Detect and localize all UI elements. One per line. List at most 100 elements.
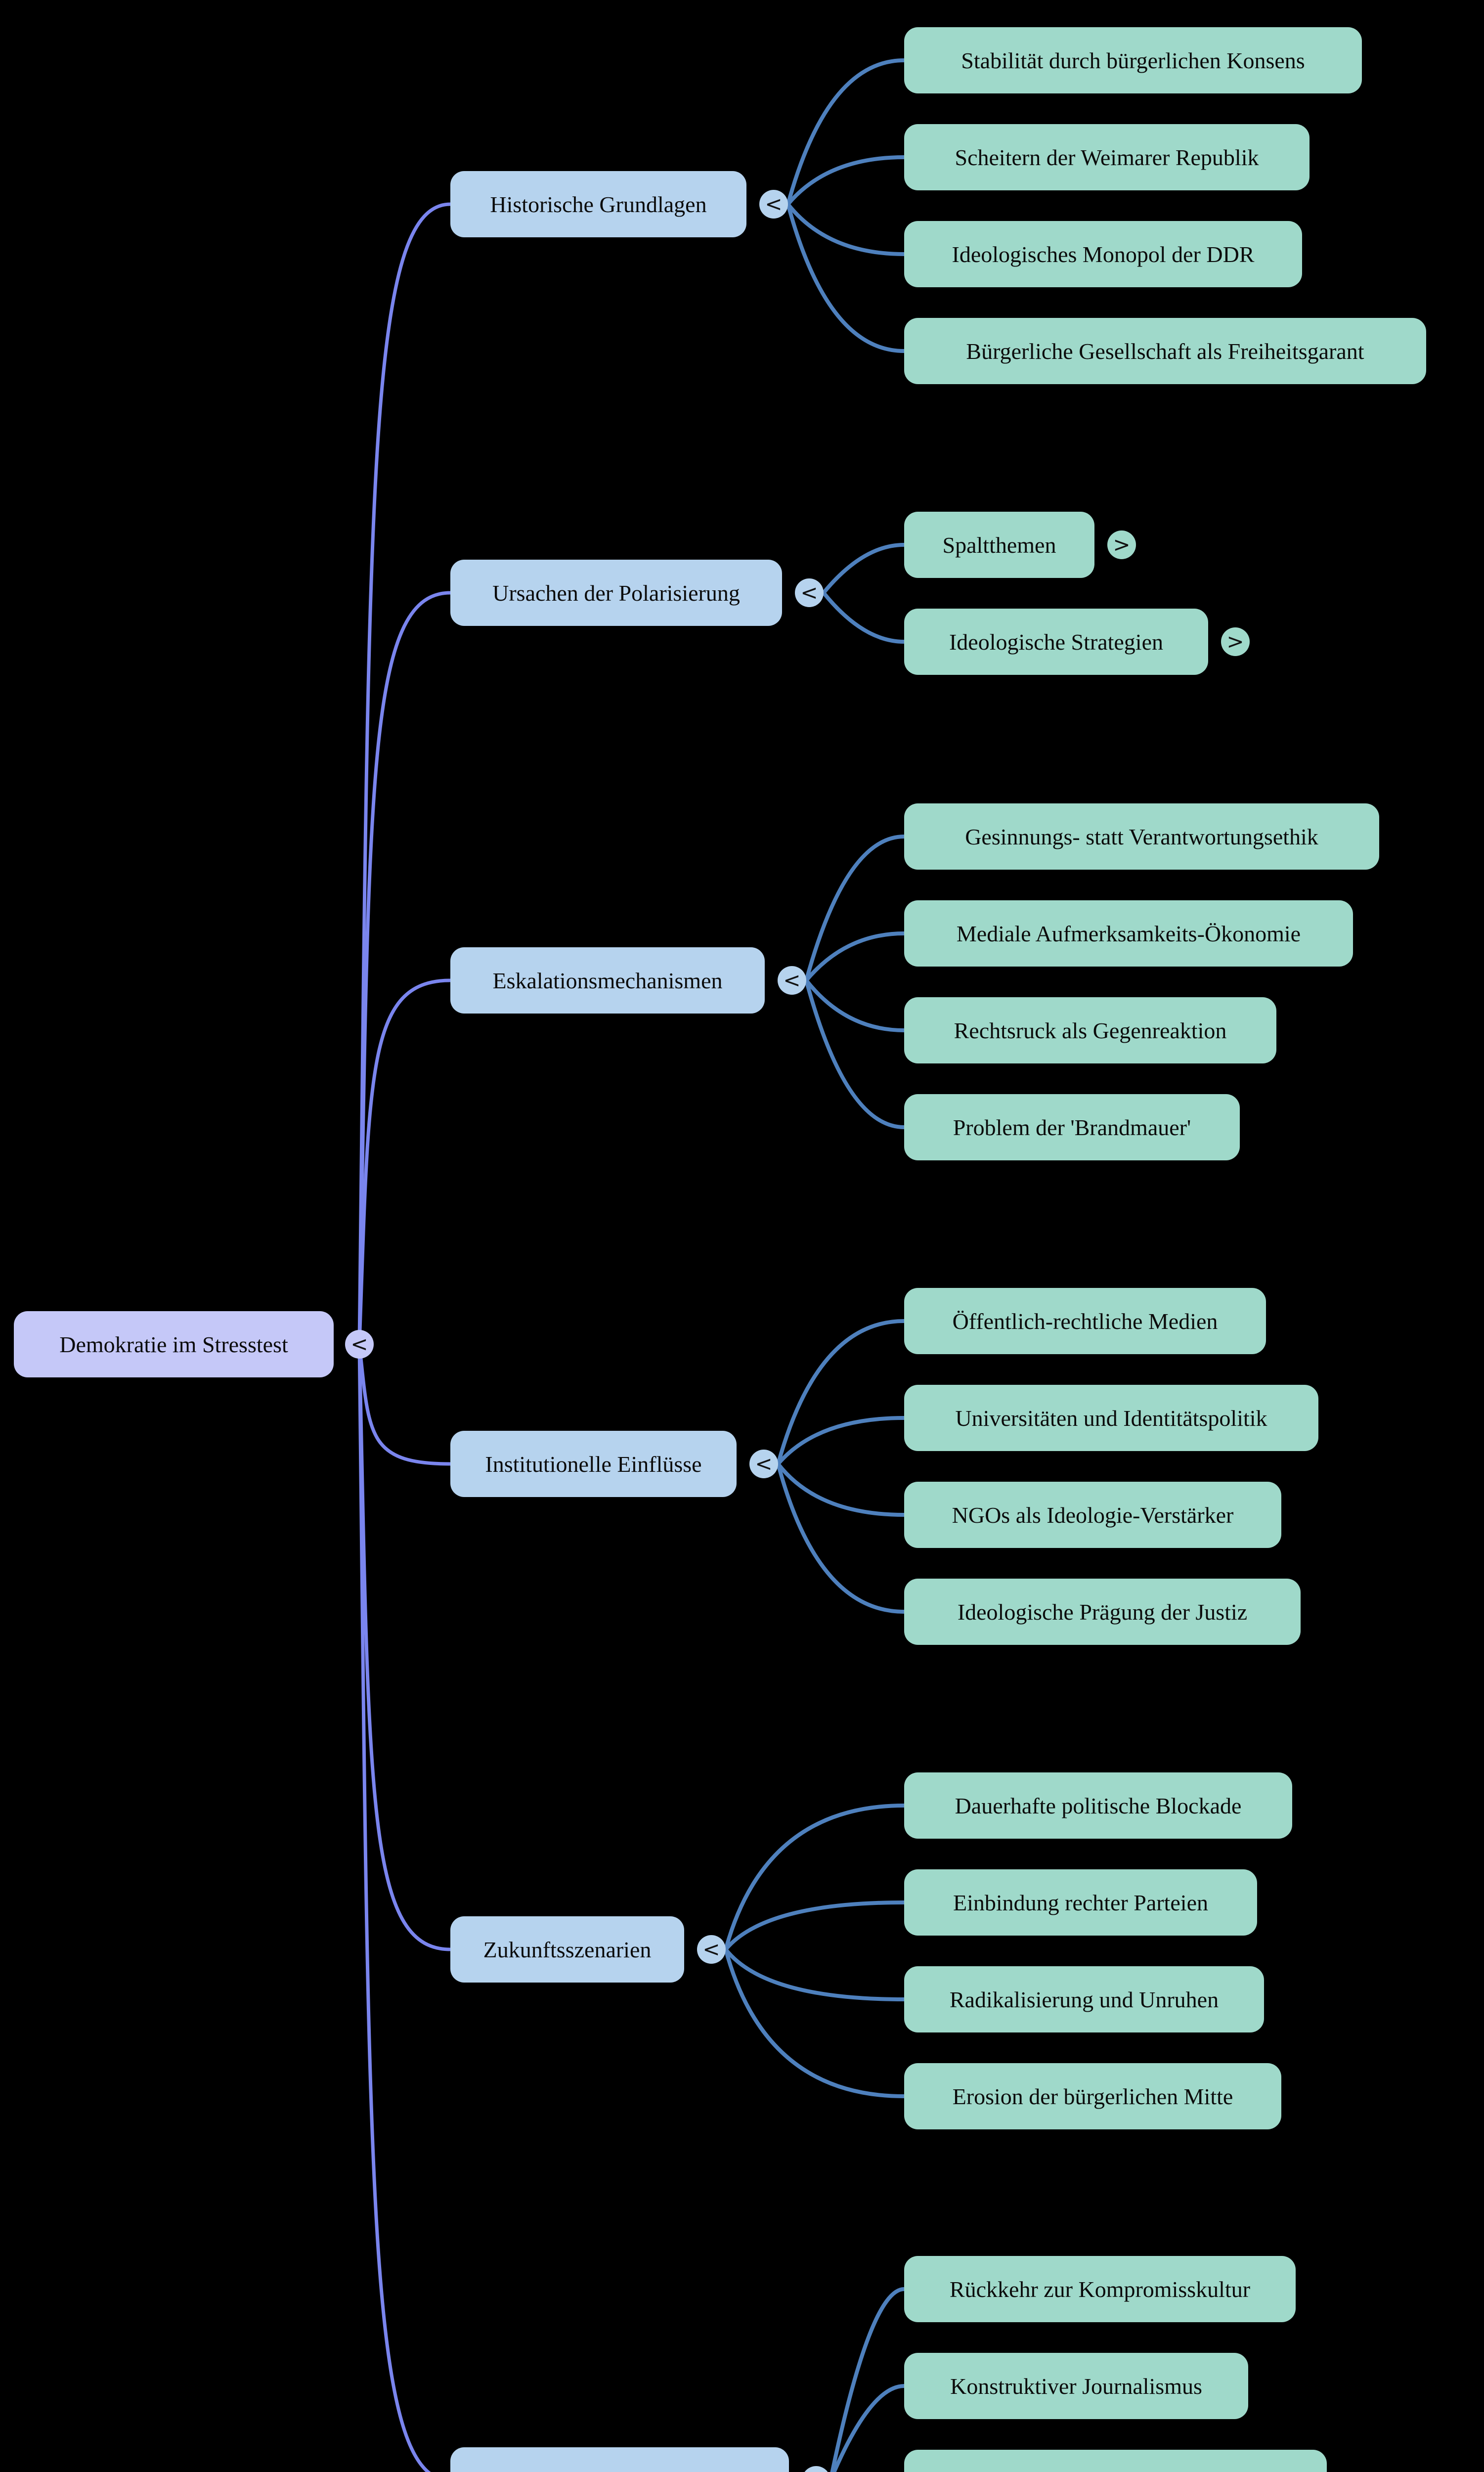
expand-button-ideologische-strategien[interactable]: > <box>1221 627 1250 656</box>
child-label: Rechtsruck als Gegenreaktion <box>954 1017 1227 1043</box>
child-label: Mediale Aufmerksamkeits-Ökonomie <box>956 921 1301 946</box>
child-node[interactable]: Ideologische Prägung der Justiz <box>904 1579 1301 1645</box>
link-branch0-child-0 <box>786 58 905 205</box>
link-branch2-child-0 <box>804 835 905 981</box>
child-label: Konstruktiver Journalismus <box>950 2373 1202 2399</box>
link-root-to-branch-4 <box>357 1344 451 1951</box>
child-node[interactable]: Erosion der bürgerlichen Mitte <box>904 2063 1281 2129</box>
child-label: Erosion der bürgerlichen Mitte <box>952 2083 1233 2109</box>
child-node[interactable]: Radikalisierung und Unruhen <box>904 1966 1264 2032</box>
child-label: Gesinnungs- statt Verantwortungsethik <box>965 824 1318 849</box>
collapse-button-eskalationsmechanismen[interactable]: < <box>778 966 806 995</box>
collapse-button-therapieansaetze[interactable]: < <box>802 2466 830 2472</box>
child-node[interactable]: Rückkehr zur Kompromisskultur <box>904 2256 1296 2322</box>
link-branch5-child-0 <box>830 2287 905 2472</box>
link-branch4-child-3 <box>724 1948 905 2098</box>
child-node[interactable]: Bürgerliche Gesellschaft als Freiheitsga… <box>904 318 1426 384</box>
branch-ursachen-der-polarisierung[interactable]: Ursachen der Polarisierung <box>450 560 782 626</box>
link-root-to-branch-1 <box>357 591 451 1345</box>
link-branch3-child-3 <box>776 1463 905 1614</box>
child-node[interactable]: Mediale Aufmerksamkeits-Ökonomie <box>904 900 1353 967</box>
link-branch1-child-0 <box>822 543 905 594</box>
link-branch3-child-2 <box>776 1462 905 1517</box>
child-node[interactable]: Nüchterne Steuerung der Migration <box>904 2450 1327 2472</box>
link-branch4-child-2 <box>724 1948 905 2001</box>
root-collapse-button[interactable]: < <box>345 1330 374 1359</box>
child-node[interactable]: Ideologische Strategien <box>904 609 1208 675</box>
child-label: Ideologisches Monopol der DDR <box>952 241 1255 267</box>
collapse-button-historische-grundlagen[interactable]: < <box>759 190 788 219</box>
chevron-left-icon: < <box>755 1452 773 1476</box>
child-label: Dauerhafte politische Blockade <box>955 1793 1242 1818</box>
child-node[interactable]: Gesinnungs- statt Verantwortungsethik <box>904 803 1379 870</box>
branch-label: Historische Grundlagen <box>490 191 707 217</box>
chevron-left-icon: < <box>800 580 818 605</box>
child-label: Öffentlich-rechtliche Medien <box>952 1308 1218 1334</box>
link-branch2-child-1 <box>804 931 905 982</box>
chevron-left-icon: < <box>765 192 783 216</box>
child-node[interactable]: Ideologisches Monopol der DDR <box>904 221 1302 287</box>
chevron-right-icon: > <box>1226 629 1244 654</box>
child-node[interactable]: Konstruktiver Journalismus <box>904 2353 1248 2419</box>
child-node[interactable]: Rechtsruck als Gegenreaktion <box>904 997 1276 1063</box>
child-node[interactable]: Dauerhafte politische Blockade <box>904 1772 1292 1839</box>
child-label: Nüchterne Steuerung der Migration <box>954 2470 1277 2472</box>
link-root-to-branch-3 <box>357 1344 451 1466</box>
child-label: Einbindung rechter Parteien <box>953 1890 1209 1915</box>
chevron-left-icon: < <box>350 1332 368 1356</box>
child-node[interactable]: Öffentlich-rechtliche Medien <box>904 1288 1266 1354</box>
expand-button-spaltthemen[interactable]: > <box>1107 530 1136 559</box>
branch-label: Ursachen der Polarisierung <box>492 580 740 606</box>
link-branch1-child-1 <box>822 591 905 644</box>
link-branch0-child-2 <box>786 203 905 256</box>
link-root-to-branch-0 <box>357 202 451 1345</box>
link-branch2-child-2 <box>804 979 905 1032</box>
link-branch4-child-0 <box>724 1804 905 1950</box>
branch-label: Eskalationsmechanismen <box>492 968 723 993</box>
branch-zukunftsszenarien[interactable]: Zukunftsszenarien <box>450 1916 684 1983</box>
chevron-left-icon: < <box>702 1937 720 1961</box>
collapse-button-institutionelle-einfluesse[interactable]: < <box>749 1450 778 1478</box>
child-label: Problem der 'Brandmauer' <box>953 1114 1191 1140</box>
branch-label: Institutionelle Einflüsse <box>485 1451 702 1477</box>
link-branch4-child-1 <box>724 1900 905 1951</box>
branch-label: Therapieansätze (Auswege) <box>493 2468 746 2472</box>
branch-therapieansaetze[interactable]: Therapieansätze (Auswege) <box>450 2447 789 2472</box>
collapse-button-zukunftsszenarien[interactable]: < <box>697 1935 726 1964</box>
link-branch0-child-3 <box>786 203 905 353</box>
link-root-to-branch-2 <box>357 978 451 1345</box>
child-node[interactable]: Einbindung rechter Parteien <box>904 1869 1257 1936</box>
child-label: Bürgerliche Gesellschaft als Freiheitsga… <box>966 338 1364 364</box>
link-branch0-child-1 <box>786 155 905 206</box>
branch-historische-grundlagen[interactable]: Historische Grundlagen <box>450 171 746 237</box>
link-branch2-child-3 <box>804 979 905 1129</box>
root-node[interactable]: Demokratie im Stresstest <box>14 1311 334 1377</box>
chevron-left-icon: < <box>783 968 801 992</box>
root-node-label: Demokratie im Stresstest <box>59 1331 288 1357</box>
child-label: Rückkehr zur Kompromisskultur <box>949 2276 1251 2302</box>
branch-label: Zukunftsszenarien <box>483 1937 652 1962</box>
child-label: NGOs als Ideologie-Verstärker <box>952 1502 1234 1528</box>
branch-eskalationsmechanismen[interactable]: Eskalationsmechanismen <box>450 947 765 1014</box>
child-label: Scheitern der Weimarer Republik <box>955 144 1259 170</box>
child-node[interactable]: Scheitern der Weimarer Republik <box>904 124 1309 190</box>
branch-institutionelle-einfluesse[interactable]: Institutionelle Einflüsse <box>450 1431 737 1497</box>
child-label: Ideologische Prägung der Justiz <box>957 1599 1248 1625</box>
child-node[interactable]: Stabilität durch bürgerlichen Konsens <box>904 27 1362 93</box>
chevron-right-icon: > <box>1113 532 1131 557</box>
child-label: Radikalisierung und Unruhen <box>949 1986 1219 2012</box>
link-branch3-child-1 <box>776 1416 905 1465</box>
child-node[interactable]: NGOs als Ideologie-Verstärker <box>904 1482 1281 1548</box>
child-label: Spaltthemen <box>942 532 1056 558</box>
child-node[interactable]: Universitäten und Identitätspolitik <box>904 1385 1318 1451</box>
link-root-to-branch-5 <box>357 1344 431 2472</box>
child-label: Ideologische Strategien <box>949 629 1164 655</box>
link-branch5-child-1 <box>831 2384 905 2472</box>
child-node[interactable]: Problem der 'Brandmauer' <box>904 1094 1240 1160</box>
child-label: Stabilität durch bürgerlichen Konsens <box>961 47 1305 73</box>
collapse-button-ursachen-der-polarisierung[interactable]: < <box>795 578 824 607</box>
child-node[interactable]: Spaltthemen <box>904 512 1094 578</box>
link-branch3-child-0 <box>776 1319 905 1465</box>
